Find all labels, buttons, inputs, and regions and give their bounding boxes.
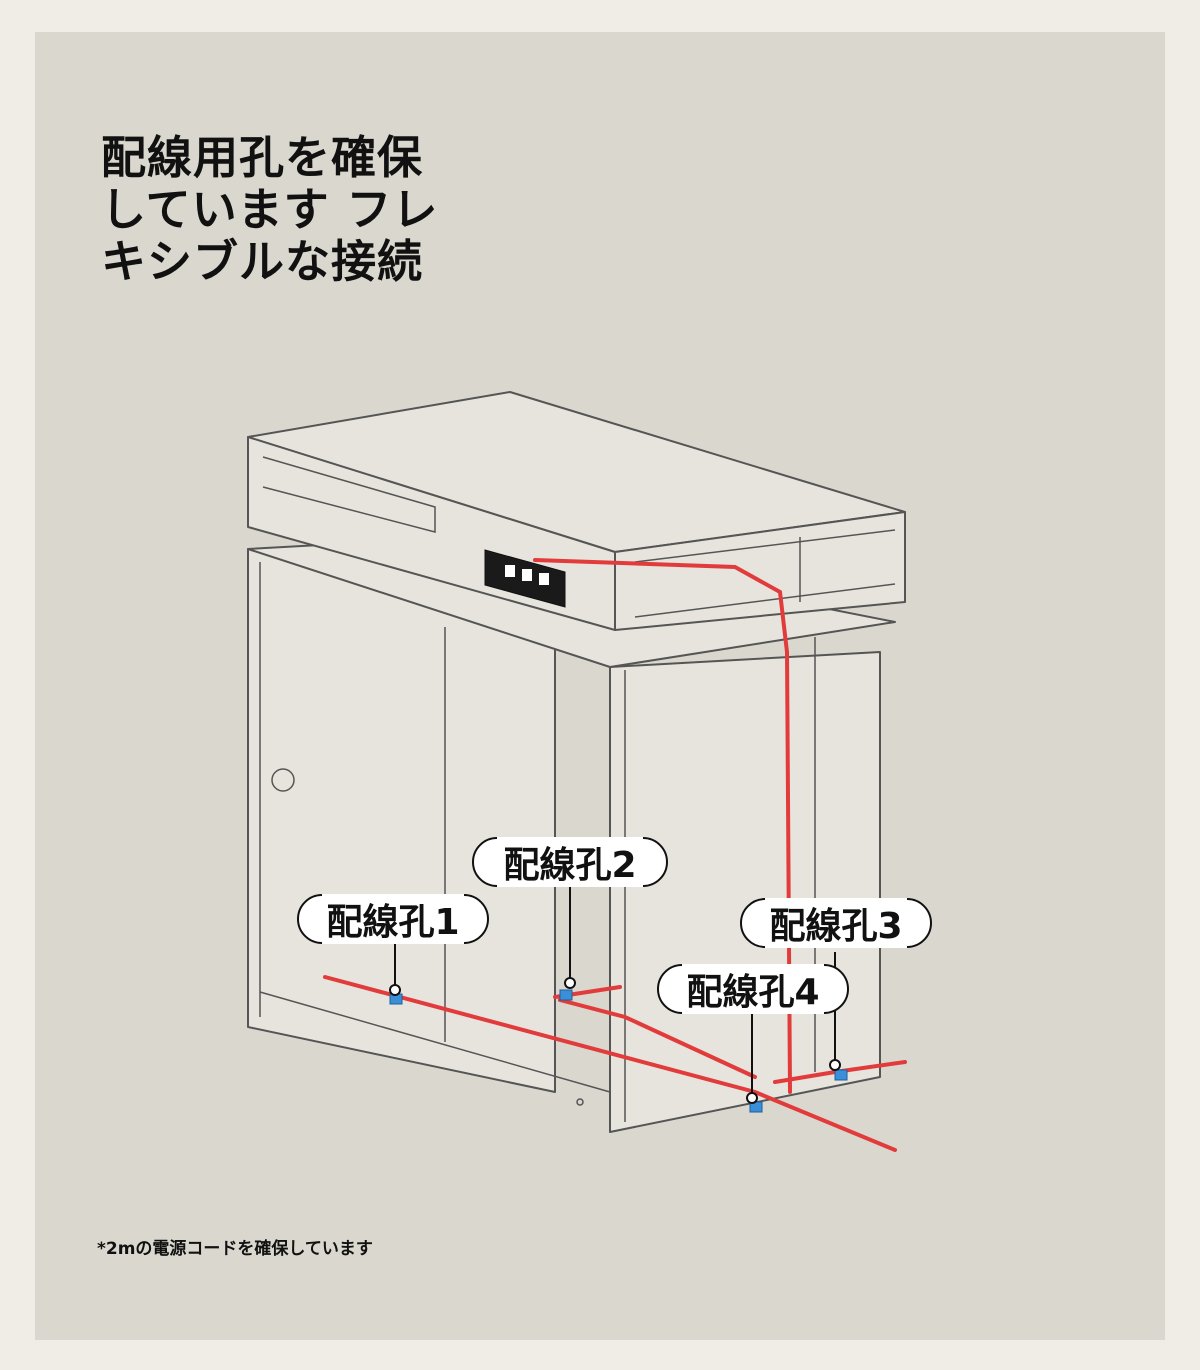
cabinet-front-right — [609, 651, 881, 1133]
hole-4-label-text: 配線孔4 — [686, 972, 820, 1013]
hole-2-label: 配線孔2 — [472, 837, 668, 887]
power-cable — [323, 558, 907, 1152]
hole-1-label: 配線孔1 — [297, 894, 489, 944]
footnote: *2mの電源コードを確保しています — [97, 1239, 373, 1259]
content-panel: 配線用孔を確保 しています フレ キシブルな接続 — [35, 32, 1165, 1340]
hole-3-label-text: 配線孔3 — [769, 906, 903, 947]
power-strip-icon — [484, 549, 566, 608]
cabinet-illustration — [247, 391, 907, 1152]
desk-side — [614, 511, 906, 631]
headline: 配線用孔を確保 しています フレ キシブルな接続 — [101, 131, 439, 288]
hole-3-label: 配線孔3 — [740, 898, 932, 948]
hole-2-label-text: 配線孔2 — [503, 845, 637, 886]
hole-4-label: 配線孔4 — [657, 964, 849, 1014]
hole-1-label-text: 配線孔1 — [326, 902, 460, 943]
